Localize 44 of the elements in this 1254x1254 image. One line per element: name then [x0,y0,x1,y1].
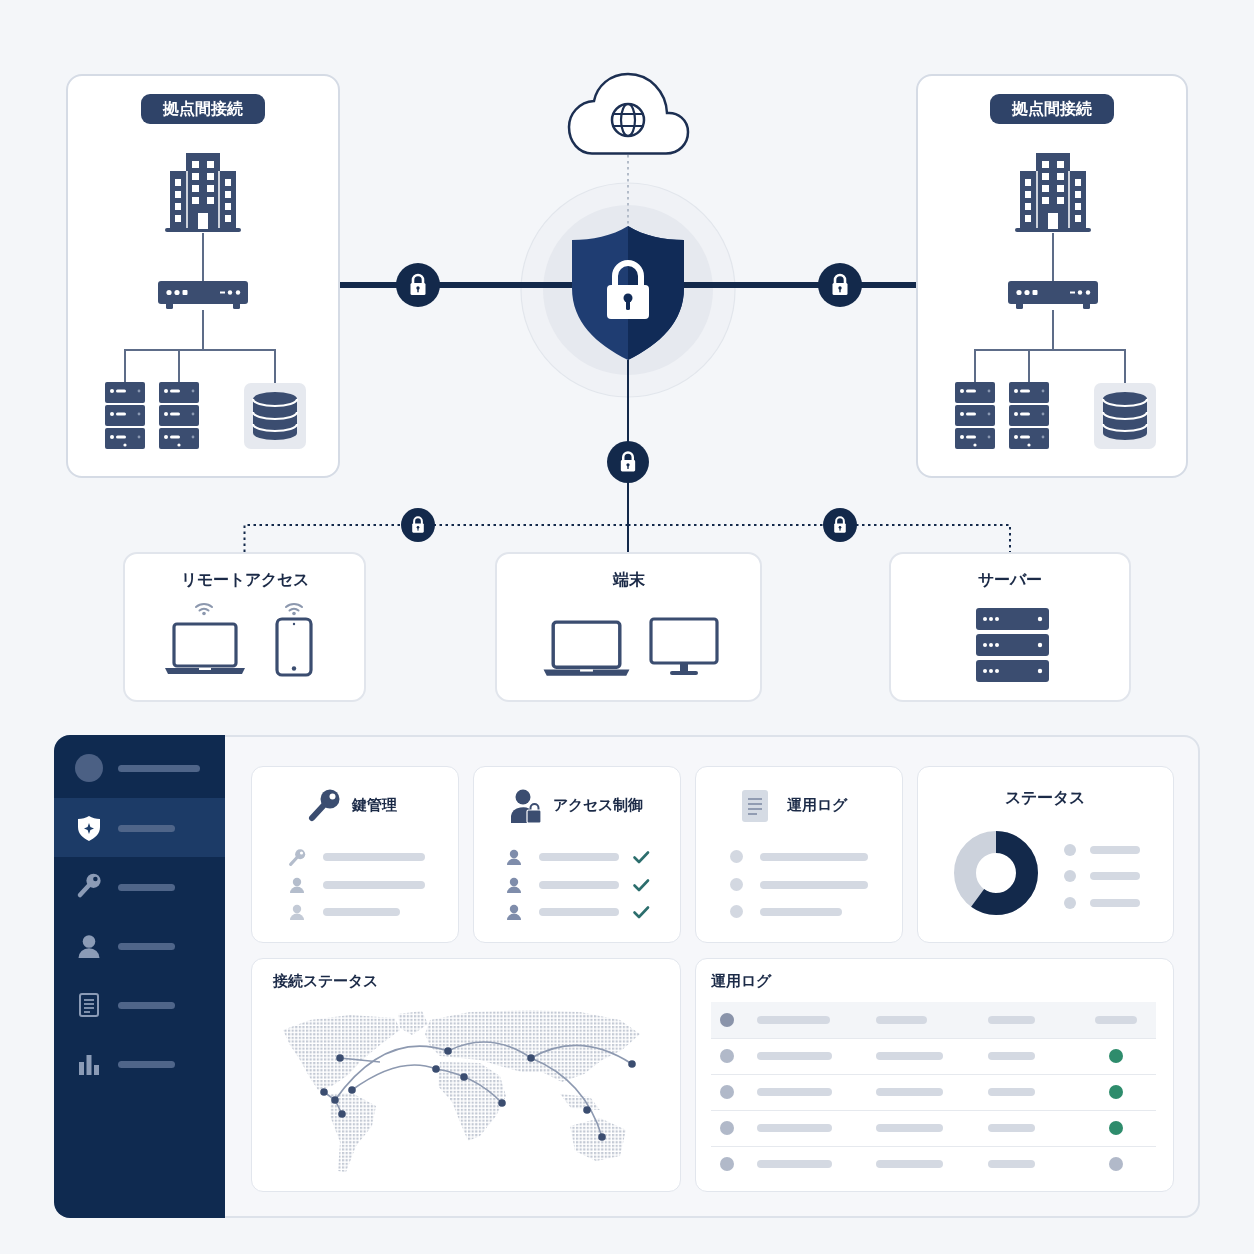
dashboard-card [917,766,1174,943]
dashboard-card [251,958,681,1192]
card-title: 運用ログ [710,973,771,991]
server-icon [159,382,199,449]
card-title: ステータス [1005,788,1085,807]
dotted-line [627,524,1011,553]
database-icon [244,383,306,449]
connector-line [202,232,204,282]
connector-line [340,282,572,288]
dashboard-card [695,766,903,943]
database-icon [1094,383,1156,449]
site-label: 拠点間接続 [990,94,1114,125]
shield-icon [572,226,684,360]
connector-line [684,282,916,288]
building-icon [165,153,241,233]
card-title: 鍵管理 [351,797,397,815]
connector-line [1052,309,1126,384]
router-icon [158,281,248,310]
dashboard-card [695,958,1174,1192]
connector-line [1052,232,1054,282]
box-title: リモートアクセス [180,571,309,590]
building-icon [1015,153,1091,233]
dotted-line [243,524,629,553]
device-box [123,552,366,702]
dashboard-card [251,766,459,943]
card-title: 運用ログ [786,797,847,815]
dashboard-window [54,735,1200,1218]
server-icon [105,382,145,449]
dashboard-card [473,766,681,943]
cloud-icon [566,70,690,155]
site-label: 拠点間接続 [141,94,265,125]
site-panel [66,74,340,478]
card-title: 接続ステータス [272,973,378,991]
router-icon [1008,281,1098,310]
device-box [889,552,1131,702]
box-title: サーバー [978,571,1042,590]
card-title: アクセス制御 [552,797,643,815]
connector-line [202,309,276,384]
server-icon [955,382,995,449]
dotted-line [627,154,629,227]
box-title: 端末 [612,571,645,590]
device-box [495,552,762,702]
site-panel [916,74,1188,478]
server-icon [1009,382,1049,449]
